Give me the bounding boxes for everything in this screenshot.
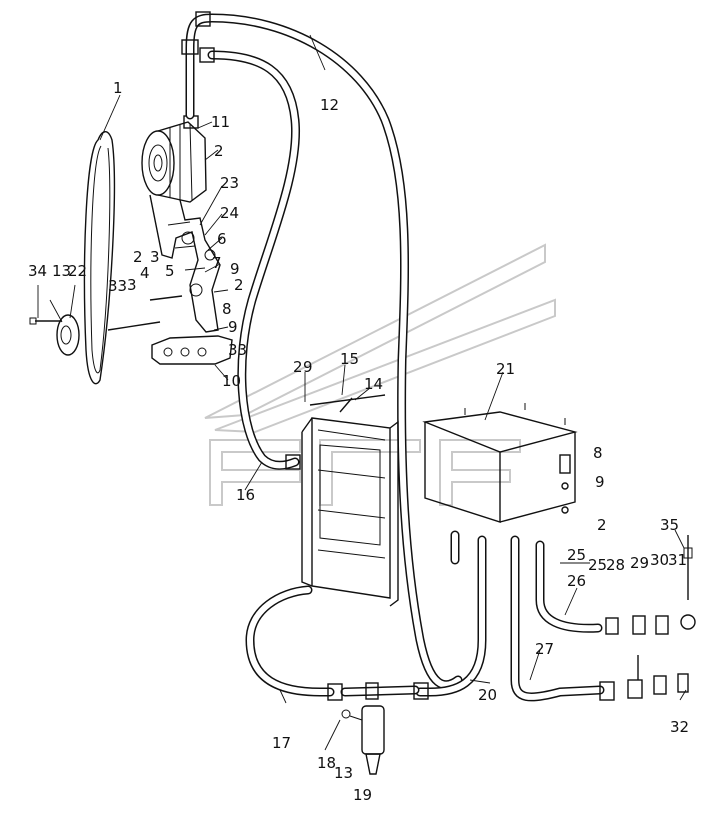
callout-26: 26 bbox=[567, 572, 586, 590]
tank-hoses bbox=[415, 530, 605, 702]
callout-5: 5 bbox=[165, 262, 175, 280]
hose-17 bbox=[245, 585, 429, 701]
callout-13: 13 bbox=[334, 764, 353, 782]
compressor-bracket bbox=[107, 194, 233, 365]
callout-31: 31 bbox=[668, 551, 687, 569]
callout-8: 8 bbox=[222, 300, 232, 318]
callout-4: 4 bbox=[140, 264, 150, 282]
callout-7: 7 bbox=[212, 254, 222, 272]
callout-2: 2 bbox=[214, 142, 224, 160]
callout-25: 25 bbox=[567, 546, 586, 564]
callout-9: 9 bbox=[230, 260, 240, 278]
callout-2: 2 bbox=[293, 358, 303, 376]
callout-30: 30 bbox=[650, 551, 669, 569]
callout-6: 6 bbox=[217, 230, 227, 248]
callout-23: 23 bbox=[220, 174, 239, 192]
callout-18: 18 bbox=[317, 754, 336, 772]
callout-10: 10 bbox=[222, 372, 241, 390]
callout-3: 3 bbox=[150, 248, 160, 266]
condenser-core bbox=[301, 394, 399, 607]
callout-8: 8 bbox=[593, 444, 603, 462]
callout-24: 24 bbox=[220, 204, 239, 222]
fitting-chain bbox=[599, 535, 696, 701]
callout-33: 33 bbox=[108, 277, 127, 295]
callout-28: 28 bbox=[606, 556, 625, 574]
callout-19: 19 bbox=[353, 786, 372, 804]
callout-32: 32 bbox=[670, 718, 689, 736]
callout-12: 12 bbox=[320, 96, 339, 114]
callout-14: 14 bbox=[364, 375, 383, 393]
callout-9: 9 bbox=[595, 473, 605, 491]
callout-20: 20 bbox=[478, 686, 497, 704]
hose-12 bbox=[181, 11, 463, 690]
leader-lines bbox=[37, 34, 687, 751]
callout-labels: 1 2 2 2 2 2 3 3 4 5 6 7 8 8 9 9 9 9 10 1… bbox=[28, 79, 689, 804]
callout-22: 22 bbox=[68, 262, 87, 280]
callout-27: 27 bbox=[535, 640, 554, 658]
callout-2: 2 bbox=[597, 516, 607, 534]
callout-13: 13 bbox=[52, 262, 71, 280]
callout-16: 16 bbox=[236, 486, 255, 504]
callout-29: 29 bbox=[630, 554, 649, 572]
callout-1: 1 bbox=[113, 79, 123, 97]
callout-17: 17 bbox=[272, 734, 291, 752]
callout-11: 11 bbox=[211, 113, 230, 131]
hose-16 bbox=[199, 47, 301, 470]
filter-drier bbox=[341, 705, 385, 775]
callout-15: 15 bbox=[340, 350, 359, 368]
callout-25: 25 bbox=[588, 556, 607, 574]
callout-35: 35 bbox=[660, 516, 679, 534]
callout-9: 9 bbox=[303, 358, 313, 376]
callout-2: 2 bbox=[133, 248, 143, 266]
reservoir-tank bbox=[422, 403, 578, 523]
small-pulley bbox=[29, 314, 80, 356]
callout-3: 3 bbox=[127, 276, 137, 294]
callout-2: 2 bbox=[234, 276, 244, 294]
drive-belt bbox=[83, 131, 116, 385]
callout-21: 21 bbox=[496, 360, 515, 378]
watermark-logo bbox=[204, 243, 556, 506]
compressor bbox=[141, 115, 207, 203]
callout-33: 33 bbox=[228, 341, 247, 359]
callout-34: 34 bbox=[28, 262, 47, 280]
callout-9: 9 bbox=[228, 318, 238, 336]
